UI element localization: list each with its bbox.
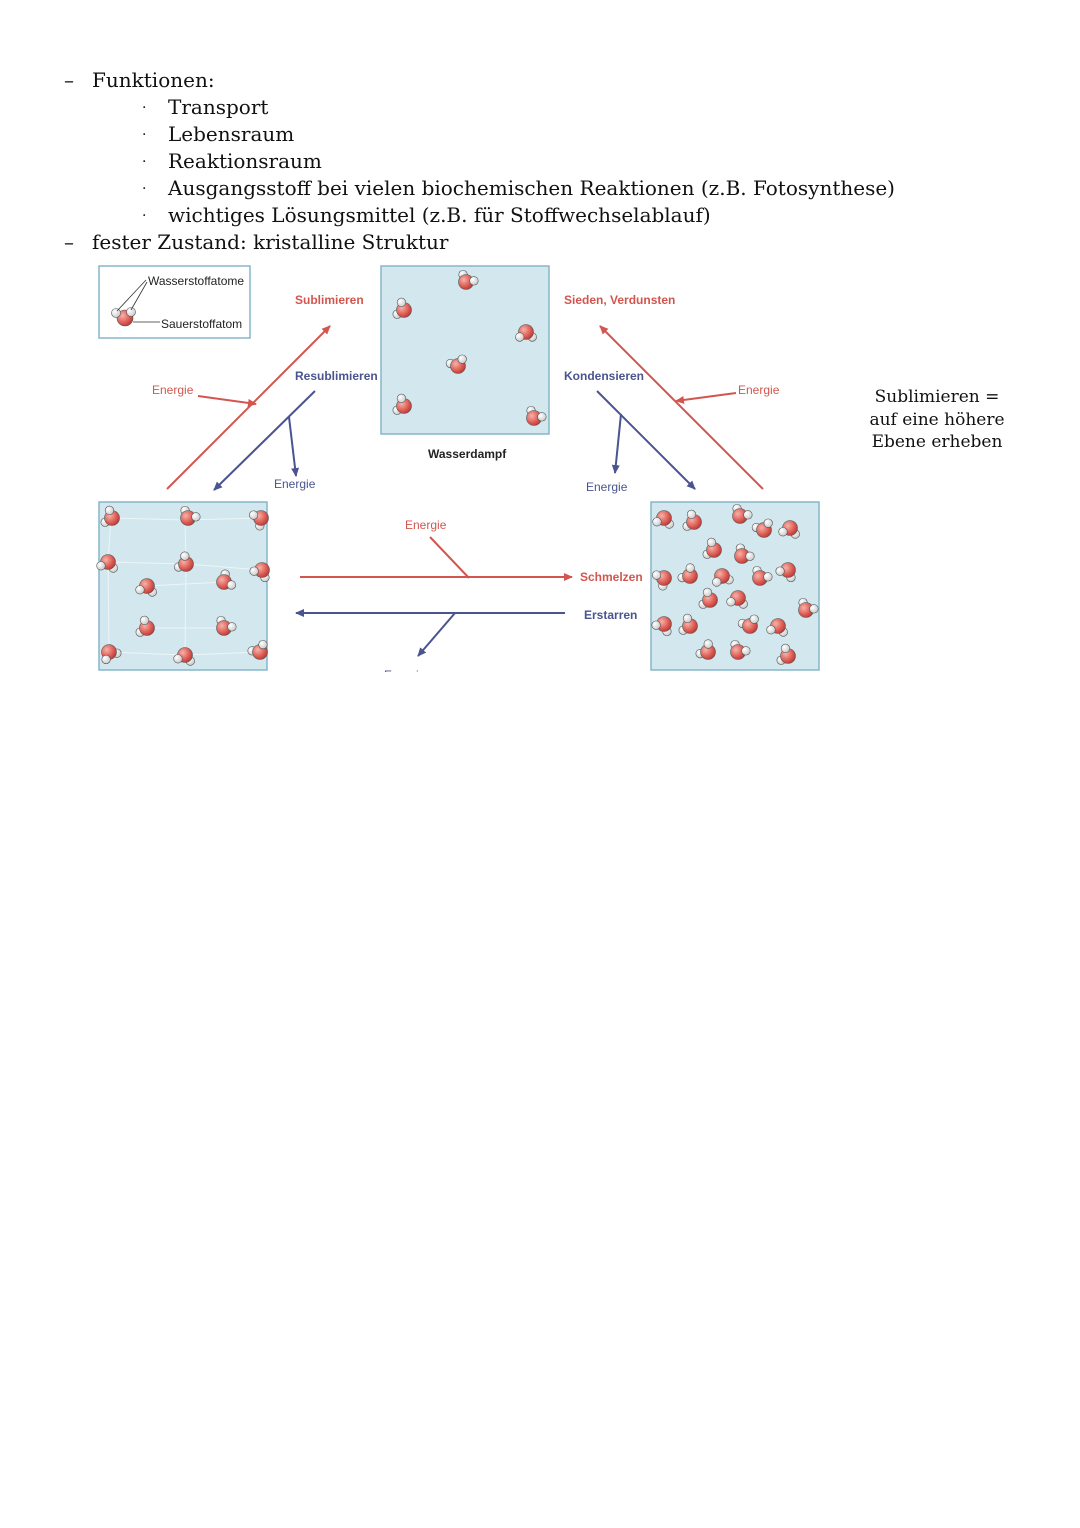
label-erstarren: Erstarren <box>584 608 637 622</box>
functions-heading: Funktionen: <box>92 68 215 92</box>
energy-in-arrow <box>675 392 737 404</box>
label-sieden: Sieden, Verdunsten <box>564 293 675 307</box>
water-molecule <box>726 590 748 609</box>
water-molecule <box>216 569 237 590</box>
bullet-marker: · <box>142 100 147 116</box>
side-note: Sublimieren = auf eine höhere Ebene erhe… <box>862 386 1012 454</box>
water-molecule <box>173 647 195 666</box>
solid-state-note: fester Zustand: kristalline Struktur <box>92 230 449 254</box>
water-molecule <box>96 554 118 573</box>
water-molecule <box>247 639 268 660</box>
water-molecule <box>392 297 412 319</box>
bullet-marker: · <box>142 154 147 170</box>
function-item: wichtiges Lösungsmittel (z.B. für Stoffw… <box>168 203 711 227</box>
side-note-line: Ebene erheben <box>871 432 1003 452</box>
sublimieren-arrow <box>166 325 331 490</box>
water-molecule <box>778 520 800 539</box>
label-sublimieren: Sublimieren <box>295 293 364 307</box>
water-molecule <box>101 644 122 665</box>
water-molecule <box>732 503 753 524</box>
gas-molecules <box>392 269 547 426</box>
water-molecule <box>775 562 796 583</box>
bullet-marker: · <box>142 127 147 143</box>
energy-in-arrow <box>429 536 470 579</box>
water-molecule <box>766 618 788 637</box>
label-resublimieren: Resublimieren <box>295 369 378 383</box>
solid-box <box>98 501 268 671</box>
water-molecule <box>734 543 755 564</box>
water-molecule <box>752 565 773 586</box>
water-molecule <box>526 405 547 426</box>
phase-transition-diagram: Wasserstoffatome Sauerstoffatom Sublimie… <box>90 265 830 692</box>
water-molecule <box>730 639 751 660</box>
resublimieren-arrow <box>213 390 316 491</box>
bullet-marker: · <box>142 181 147 197</box>
label-energy: Energie <box>152 383 194 397</box>
water-molecule <box>392 393 412 415</box>
solid-molecules <box>96 505 270 666</box>
energy-out-arrow <box>611 413 622 474</box>
water-molecule <box>651 616 672 637</box>
side-note-line: auf eine höhere <box>869 409 1005 430</box>
liquid-molecules <box>651 503 819 665</box>
function-item: Ausgangsstoff bei vielen biochemischen R… <box>168 176 895 200</box>
water-molecule <box>445 354 467 374</box>
sieden-arrow <box>599 325 764 490</box>
water-molecule <box>776 643 796 665</box>
water-molecule <box>682 509 702 531</box>
label-schmelzen: Schmelzen <box>580 570 643 584</box>
water-molecule <box>678 613 698 635</box>
legend-hydrogen-label: Wasserstoffatome <box>148 274 244 288</box>
label-energy: Energie <box>586 480 628 494</box>
water-molecule <box>677 563 698 584</box>
label-energy: Energie <box>738 383 780 397</box>
water-molecule <box>100 505 120 527</box>
legend-oxygen-label: Sauerstoffatom <box>161 317 242 331</box>
label-energy: Energie <box>274 477 316 491</box>
kondensieren-arrow <box>596 390 696 490</box>
label-energy: Energie <box>405 518 447 532</box>
water-molecule <box>695 639 716 660</box>
energy-in-arrow <box>197 395 257 407</box>
label-wasserdampf: Wasserdampf <box>428 447 507 461</box>
water-molecule <box>458 269 479 290</box>
water-molecule <box>651 570 672 591</box>
water-molecule <box>180 505 201 526</box>
water-molecule <box>737 614 759 634</box>
energy-out-arrow <box>288 416 300 477</box>
label-kondensieren: Kondensieren <box>564 369 644 383</box>
water-molecule <box>135 578 157 597</box>
water-molecule <box>698 587 718 609</box>
bullet-marker: · <box>142 208 147 224</box>
dash-marker: – <box>64 230 74 254</box>
legend-molecule <box>111 307 136 327</box>
water-molecule <box>515 324 537 342</box>
water-molecule <box>248 510 269 531</box>
energy-out-arrow <box>417 612 456 657</box>
water-molecule <box>652 510 674 529</box>
water-molecule <box>798 597 819 618</box>
water-molecule <box>249 562 270 583</box>
side-note-line: Sublimieren = <box>874 387 1000 407</box>
water-molecule <box>702 537 722 559</box>
water-molecule <box>712 568 734 587</box>
function-item: Lebensraum <box>168 122 295 146</box>
function-item: Reaktionsraum <box>168 149 322 173</box>
function-item: Transport <box>168 95 269 119</box>
dash-marker: – <box>64 68 74 92</box>
water-molecule <box>173 551 194 572</box>
water-molecule <box>135 615 155 637</box>
water-molecule <box>751 518 773 538</box>
image-edge <box>90 672 830 692</box>
water-molecule <box>216 615 237 636</box>
